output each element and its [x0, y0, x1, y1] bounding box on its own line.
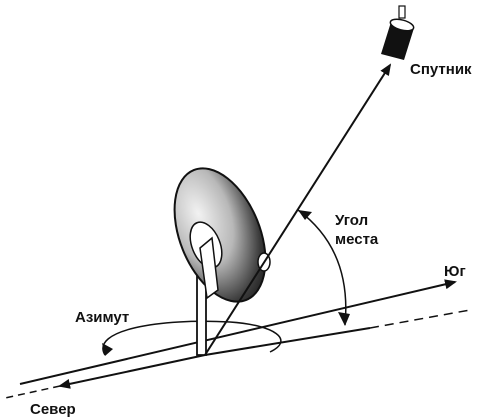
label-elevation-line2: места: [335, 231, 379, 248]
line-of-sight: [204, 63, 392, 356]
label-azimuth: Азимут: [75, 309, 129, 326]
north-axis-dashed-extension: [4, 385, 61, 399]
azimuth-arc-arrowhead: [102, 343, 113, 356]
azimuth-ellipse: [102, 320, 282, 356]
south-axis-line: [19, 279, 457, 385]
ground-projection-dashed: [369, 309, 471, 329]
north-axis-line: [58, 354, 206, 389]
elevation-arc-arrowhead-top: [298, 210, 312, 220]
elevation-arc-arrowhead-bottom: [338, 312, 350, 326]
label-south: Юг: [444, 263, 466, 280]
label-satellite: Спутник: [410, 61, 472, 78]
label-north: Север: [30, 401, 76, 418]
label-elevation-line1: Угол: [335, 212, 368, 229]
elevation-angle-arc: [297, 209, 347, 326]
satellite-icon: [381, 5, 415, 60]
ground-projection-line: [204, 327, 371, 356]
satellite-dish: [173, 167, 271, 303]
